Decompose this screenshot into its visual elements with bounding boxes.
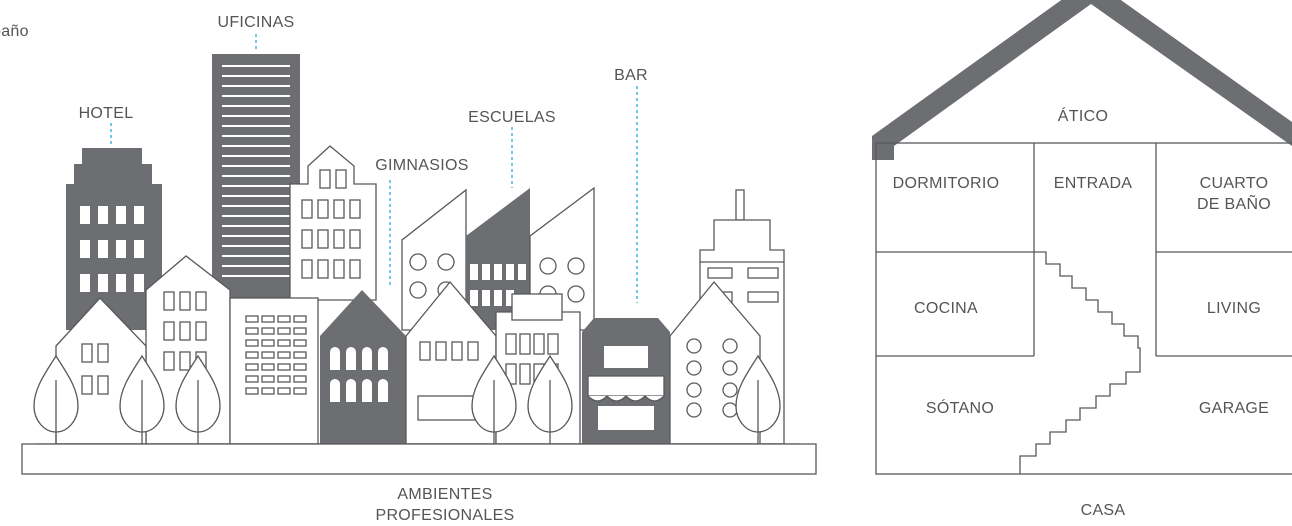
room-basement: SÓTANO <box>925 400 995 417</box>
bar-label: BAR <box>614 67 648 84</box>
ground <box>21 443 817 475</box>
room-bathroom: CUARTO DE BAÑO <box>1197 173 1271 215</box>
room-bathroom-line1: CUARTO <box>1199 175 1269 192</box>
room-living: LIVING <box>1206 300 1262 317</box>
hotel-building <box>66 148 162 330</box>
office-block <box>229 297 319 445</box>
office-tower <box>212 54 300 299</box>
trees <box>33 354 781 456</box>
schools-label: ESCUELAS <box>468 109 556 126</box>
gyms-label: GIMNASIOS <box>375 157 469 174</box>
room-bathroom-line2: DE BAÑO <box>1196 196 1272 213</box>
room-entrance: ENTRADA <box>1053 175 1133 192</box>
offices-label: UFICINAS <box>217 14 295 31</box>
room-attic: ÁTICO <box>1057 108 1109 125</box>
room-kitchen: COCINA <box>913 300 979 317</box>
house-caption: CASA <box>1080 502 1126 519</box>
city-caption-line1: AMBIENTES <box>397 486 493 503</box>
room-garage: GARAGE <box>1198 400 1270 417</box>
house-illustration <box>872 0 1292 475</box>
city-caption-line2: PROFESIONALES <box>375 507 515 524</box>
upper-stairs <box>1034 251 1141 356</box>
lower-stairs <box>1019 356 1141 474</box>
gym-building <box>320 290 406 444</box>
city-caption: AMBIENTES PROFESIONALES <box>375 484 514 526</box>
house-roof <box>872 0 1292 160</box>
hotel-label: HOTEL <box>78 105 134 122</box>
room-bedroom: DORMITORIO <box>892 175 1000 192</box>
cut-off-label: baño <box>0 23 29 40</box>
house-body <box>875 142 1292 475</box>
residential-tower <box>289 145 377 301</box>
bar-building <box>582 318 670 444</box>
city-illustration <box>21 34 817 475</box>
leader-lines <box>110 34 638 303</box>
